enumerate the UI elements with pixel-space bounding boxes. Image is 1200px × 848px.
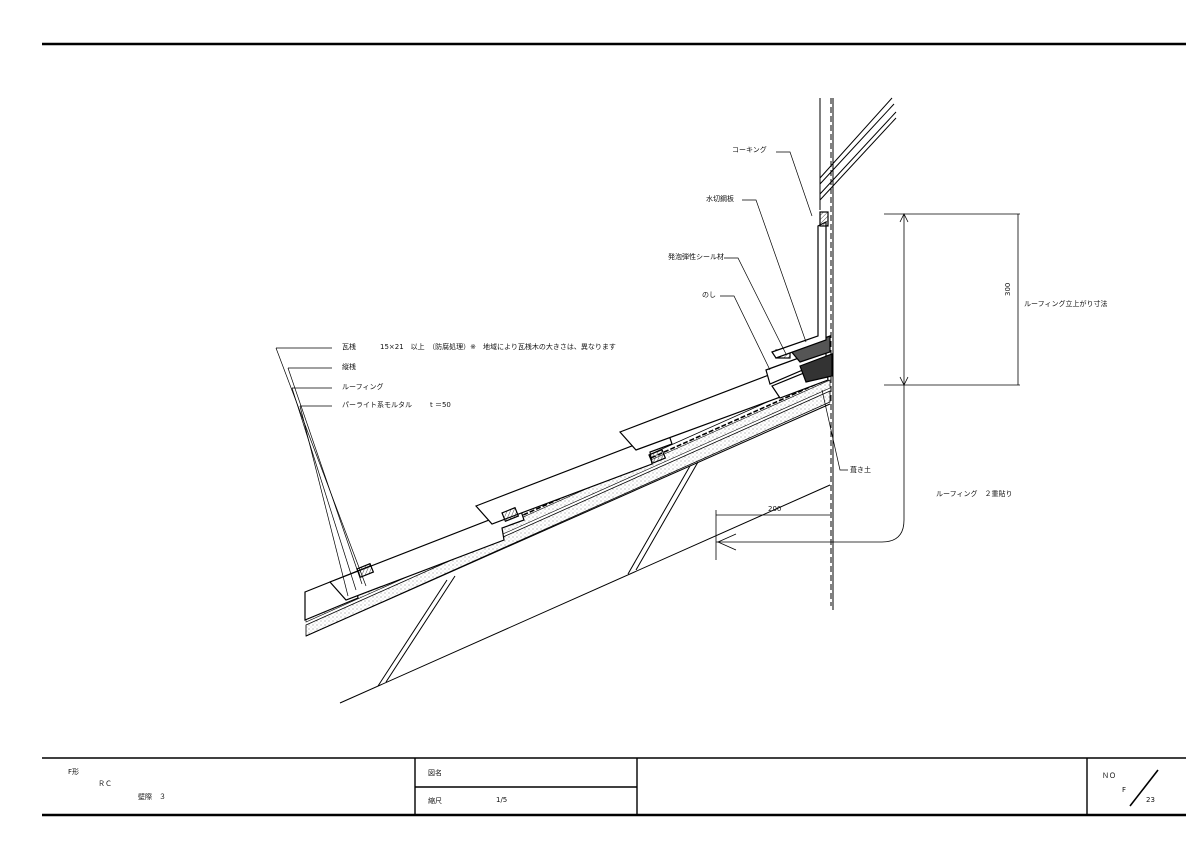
perlite-mortar-band: [305, 390, 831, 637]
wall: [819, 97, 897, 610]
noshi-label: のし: [702, 291, 716, 299]
noshi-and-flashing: [765, 211, 833, 399]
roof-slab: [305, 403, 831, 704]
sheet-no-label: ＮＯ: [1102, 772, 1116, 780]
overlap-dimension: [715, 510, 830, 560]
batten-spec-label: 15×21 以上 （防腐処理）※ 地域により瓦桟木の大きさは、異なります: [380, 343, 616, 351]
roofing-double-label: ルーフィング ２重貼り: [936, 490, 1013, 498]
title-type: F形: [68, 768, 80, 776]
rise-dimension-value: 300: [1004, 282, 1012, 296]
roof-tiles: [304, 359, 813, 621]
sheet-number: 23: [1146, 796, 1155, 804]
sheet-no-slash: [1129, 769, 1159, 807]
title-part: 壁際 ３: [138, 793, 166, 801]
caulking-label: コーキング: [732, 146, 767, 154]
mortar-thickness-label: t ＝50: [430, 401, 451, 409]
flashing-label: 水切鋼板: [706, 195, 734, 203]
roofing-label: ルーフィング: [342, 383, 384, 391]
overlap-dimension-value: 200: [768, 505, 782, 513]
rise-dimension: [716, 213, 1020, 551]
fill-clay-label: 葺き土: [850, 466, 871, 474]
scale-label: 縮尺: [428, 797, 442, 805]
roofing-rise-dim-label: ルーフィング立上がり寸法: [1024, 300, 1108, 308]
drawing-name-label: 図名: [428, 769, 442, 777]
batten-label: 瓦桟: [342, 343, 356, 351]
leader-lines: [275, 151, 848, 597]
sheet-prefix: F: [1122, 786, 1127, 794]
title-structure: ＲＣ: [98, 780, 112, 788]
counter-batten-label: 縦桟: [342, 363, 356, 371]
perlite-mortar-label: パーライト系モルタル: [342, 401, 412, 409]
foam-sealant-label: 発泡弾性シール材: [668, 253, 724, 261]
scale-value: 1/5: [496, 796, 508, 804]
